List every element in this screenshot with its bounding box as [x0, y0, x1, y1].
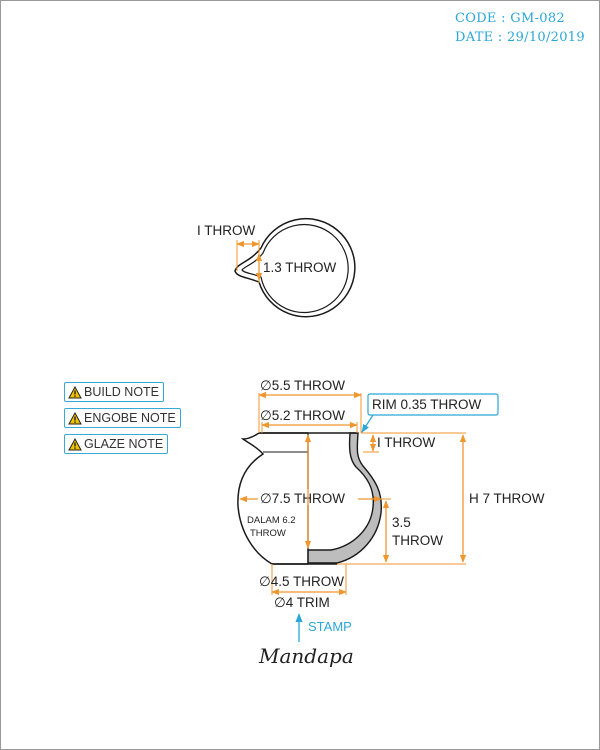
warning-icon [68, 437, 82, 450]
foot-diameter-label: ∅4.5 THROW [259, 574, 344, 589]
rim-callout-leader [361, 414, 374, 433]
top-view-outer-outline [234, 217, 356, 318]
lower-height-label-line1: 3.5 [392, 515, 411, 530]
neck-height-label: I THROW [377, 435, 436, 450]
stamp-label: STAMP [308, 619, 352, 634]
engobe-note-label: ENGOBE NOTE [84, 411, 176, 425]
inner-rim-label: ∅5.2 THROW [260, 408, 345, 423]
inner-depth-label-line1: DALAM 6.2 [247, 515, 296, 526]
stamp-callout: STAMP Mandapa [258, 613, 354, 668]
lower-height-label-line2: THROW [392, 533, 443, 548]
product-code: CODE : GM-082 [455, 11, 565, 26]
drawing-date: DATE : 29/10/2019 [455, 30, 585, 45]
side-view: ∅5.5 THROW ∅5.2 THROW RIM 0.35 THROW I T… [237, 378, 545, 610]
top-view-inner-outline [241, 223, 349, 314]
outer-rim-label: ∅5.5 THROW [260, 378, 345, 393]
glaze-note-label: GLAZE NOTE [84, 437, 164, 451]
rim-thickness-label: RIM 0.35 THROW [372, 397, 482, 412]
build-note-button[interactable]: BUILD NOTE [64, 382, 165, 402]
spout-width-label: I THROW [197, 223, 256, 238]
total-height-label: H 7 THROW [469, 491, 545, 506]
body-diameter-label: ∅7.5 THROW [260, 491, 345, 506]
title-block: CODE : GM-082 DATE : 29/10/2019 [455, 9, 585, 47]
top-view: I THROW 1.3 THROW [197, 217, 356, 318]
warning-icon [68, 385, 82, 398]
brand-logo: Mandapa [258, 644, 354, 668]
inner-depth-label-line2: THROW [250, 528, 286, 539]
glaze-note-button[interactable]: GLAZE NOTE [64, 434, 169, 454]
warning-icon [68, 411, 82, 424]
trim-diameter-label: ∅4 TRIM [274, 595, 330, 610]
engobe-note-button[interactable]: ENGOBE NOTE [64, 408, 181, 428]
build-note-label: BUILD NOTE [84, 385, 160, 399]
rim-callout-box [367, 393, 499, 416]
notes-panel: BUILD NOTE ENGOBE NOTE GLAZE NOTE [64, 382, 181, 460]
spout-depth-label: 1.3 THROW [263, 260, 337, 275]
jar-outline-left [237, 432, 308, 565]
